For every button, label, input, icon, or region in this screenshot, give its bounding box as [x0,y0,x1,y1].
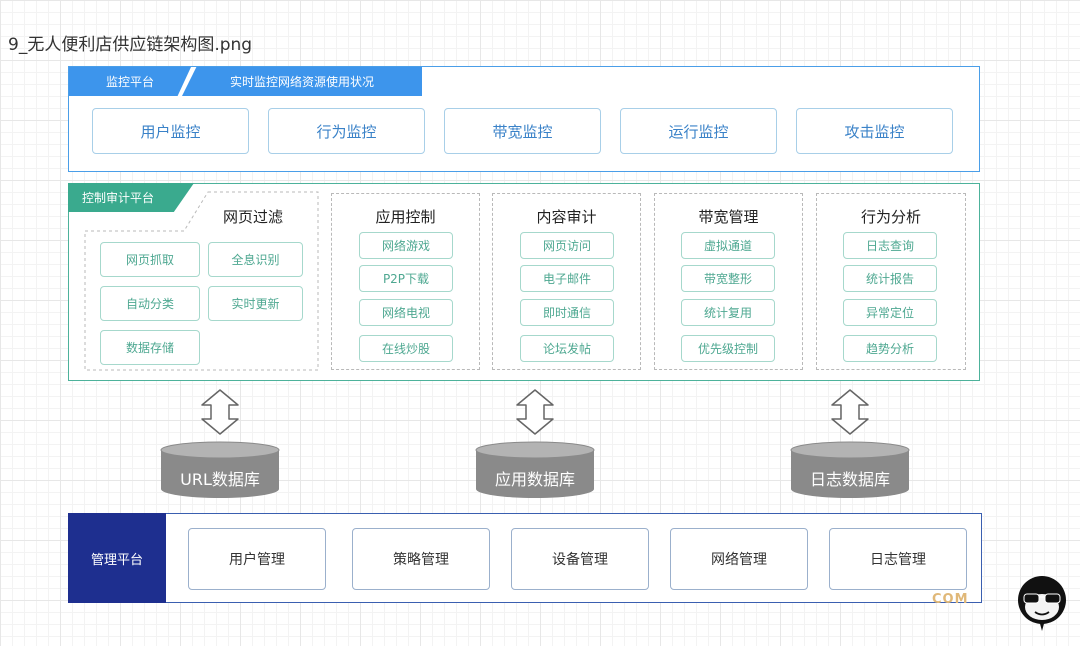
file-title: 9_无人便利店供应链架构图.png [8,35,253,55]
web-filter-outline [84,191,319,371]
section-bandwidth-mgmt [654,193,803,370]
mgmt-box-device: 设备管理 [511,528,649,590]
section-content-audit [492,193,641,370]
behavior-analysis-item: 异常定位 [843,299,937,326]
double-arrow-icon [831,389,869,435]
monitoring-subtitle: 实时监控网络资源使用状况 [182,67,422,96]
monkey-mascot-icon [1018,576,1066,631]
web-filter-item-storage: 数据存储 [100,330,200,365]
section-app-control [331,193,480,370]
section-bandwidth-mgmt-title: 带宽管理 [698,208,759,226]
behavior-analysis-item: 日志查询 [843,232,937,259]
double-arrow-icon [516,389,554,435]
content-audit-item: 论坛发帖 [520,335,614,362]
app-control-item: 在线炒股 [359,335,453,362]
section-behavior-analysis [816,193,966,370]
monitor-box-bandwidth: 带宽监控 [444,108,601,154]
database-app-label: 应用数据库 [494,470,575,489]
monitoring-tab: 监控平台 [69,67,191,96]
content-audit-item: 电子邮件 [520,265,614,292]
control-audit-tab: 控制审计平台 [68,183,194,212]
database-url-label: URL数据库 [180,470,260,489]
behavior-analysis-item: 趋势分析 [843,335,937,362]
web-filter-item-recog: 全息识别 [208,242,303,277]
web-filter-item-update: 实时更新 [208,286,303,321]
management-platform-label: 管理平台 [68,513,166,603]
database-cylinder-icon [475,441,595,498]
content-audit-item: 网页访问 [520,232,614,259]
web-filter-item-crawl: 网页抓取 [100,242,200,277]
mgmt-box-network: 网络管理 [670,528,808,590]
monitor-box-user: 用户监控 [92,108,249,154]
monitor-box-behavior: 行为监控 [268,108,425,154]
database-log-label: 日志数据库 [809,470,890,489]
section-content-audit-title: 内容审计 [536,208,597,226]
app-control-item: P2P下载 [359,265,453,292]
content-audit-item: 即时通信 [520,299,614,326]
double-arrow-icon [201,389,239,435]
app-control-item: 网络游戏 [359,232,453,259]
monitor-box-runtime: 运行监控 [620,108,777,154]
mgmt-box-user: 用户管理 [188,528,326,590]
bandwidth-mgmt-item: 带宽整形 [681,265,775,292]
app-control-item: 网络电视 [359,299,453,326]
watermark-text: COM [932,592,969,607]
behavior-analysis-item: 统计报告 [843,265,937,292]
mgmt-box-policy: 策略管理 [352,528,490,590]
bandwidth-mgmt-item: 统计复用 [681,299,775,326]
database-cylinder-icon [790,441,910,498]
database-cylinder-icon [160,441,280,498]
bandwidth-mgmt-item: 优先级控制 [681,335,775,362]
web-filter-title: 网页过滤 [222,208,283,226]
section-behavior-analysis-title: 行为分析 [860,208,921,226]
web-filter-item-classify: 自动分类 [100,286,200,321]
bandwidth-mgmt-item: 虚拟通道 [681,232,775,259]
monitor-box-attack: 攻击监控 [796,108,953,154]
mgmt-box-log: 日志管理 [829,528,967,590]
section-app-control-title: 应用控制 [375,208,436,226]
